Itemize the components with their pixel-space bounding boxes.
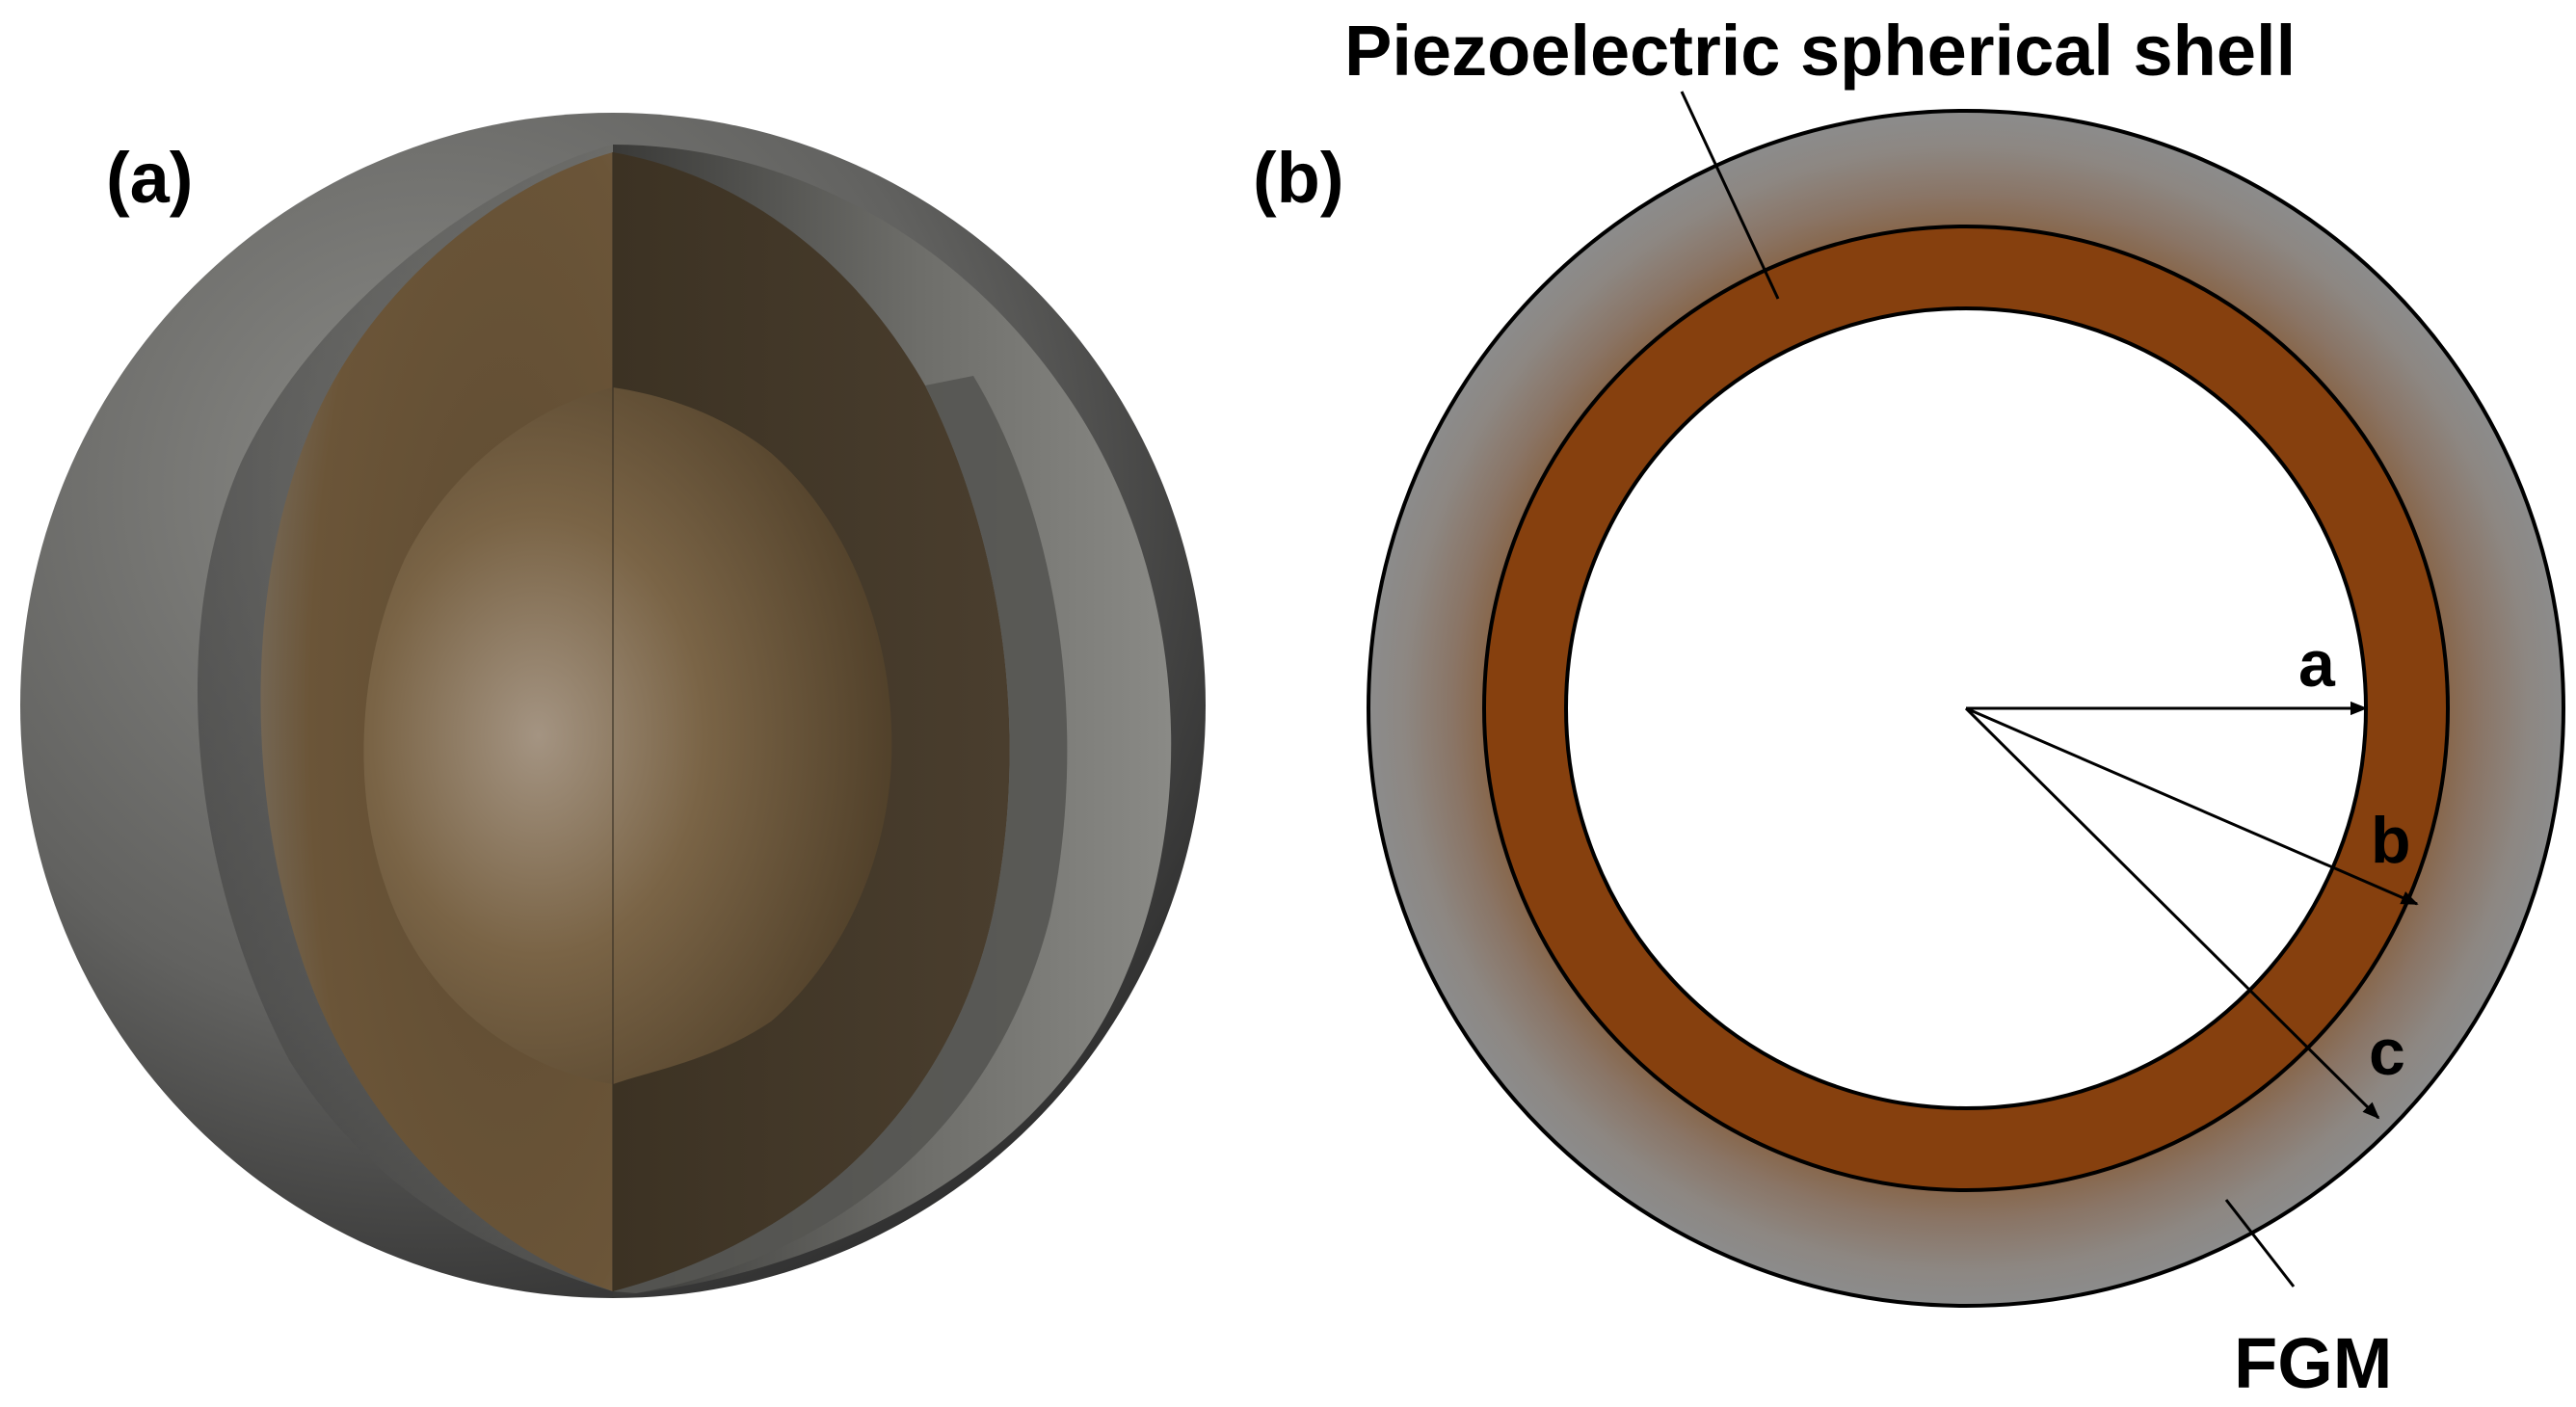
shell-leader-line xyxy=(1680,91,1780,300)
panel-b-label: (b) xyxy=(1253,138,1344,218)
fgm-leader-line xyxy=(2224,1199,2296,1288)
panel-a: (a) xyxy=(20,113,1206,1298)
inner-core xyxy=(363,387,892,1084)
panel-b: a b c (b) Piezoelectric spherical shell … xyxy=(1253,11,2565,1403)
radius-b-label: b xyxy=(2371,804,2411,877)
radius-c-arrow xyxy=(1964,706,2380,1120)
right-rim xyxy=(613,376,1068,1293)
radius-b-arrow xyxy=(1965,706,2419,906)
fgm-label: FGM xyxy=(2234,1323,2392,1403)
radius-c-label: c xyxy=(2369,1016,2405,1089)
panel-a-label: (a) xyxy=(106,138,193,218)
shell-label: Piezoelectric spherical shell xyxy=(1344,11,2296,91)
radius-a-label: a xyxy=(2298,627,2336,701)
